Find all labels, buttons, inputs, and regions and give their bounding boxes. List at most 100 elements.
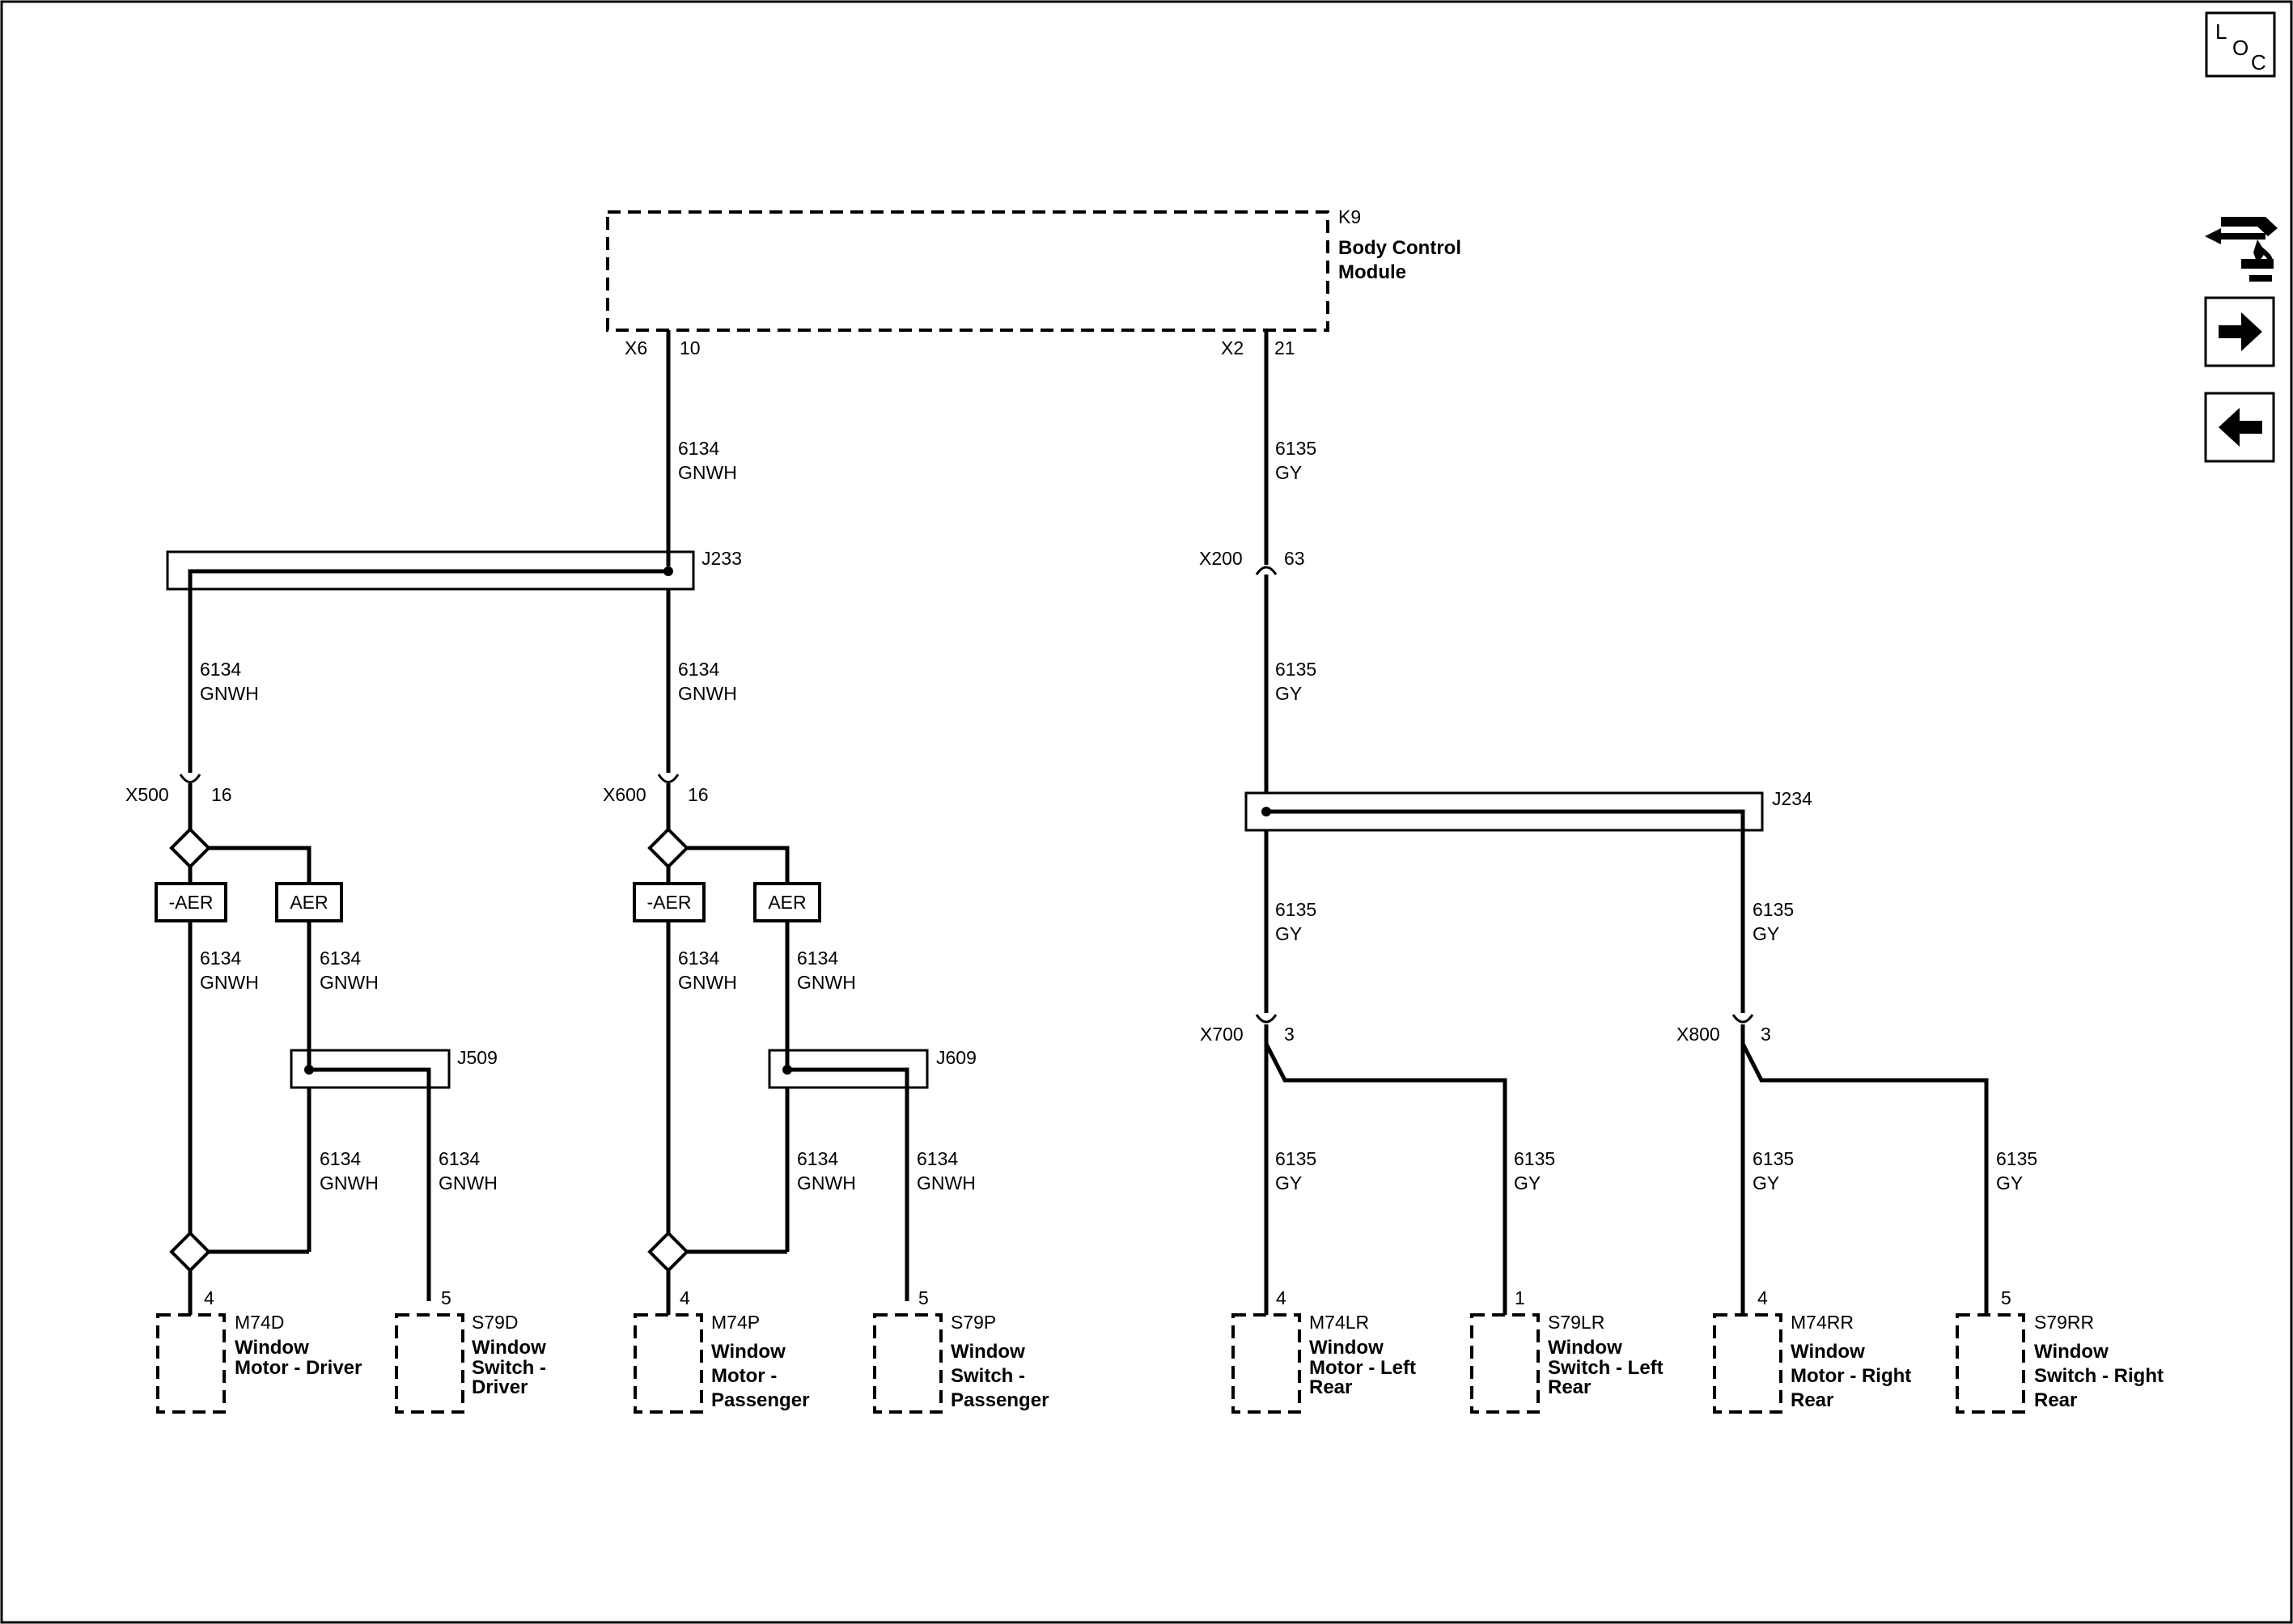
component-name-line3: Rear	[1791, 1389, 1833, 1411]
wire-label-color: GNWH	[320, 972, 379, 993]
splice-j234: J234	[1244, 788, 1812, 832]
wire-label-color: GNWH	[678, 683, 737, 704]
option-aer-label: AER	[290, 892, 328, 913]
wire-label-color: GY	[1275, 1172, 1302, 1194]
component-name-line1: Window	[1309, 1337, 1384, 1359]
component-id: S79D	[472, 1312, 519, 1333]
component-name-line3: Rear	[1548, 1376, 1591, 1398]
splice-j609-label: J609	[936, 1047, 977, 1068]
wire-label-circuit: 6134	[200, 659, 241, 680]
component-s79lr: 1 S79LR Window Switch - Left Rear	[1470, 1287, 1664, 1414]
wire-label-circuit: 6135	[1275, 659, 1316, 680]
splice-j509-label: J509	[457, 1047, 498, 1068]
wire-label-color: GNWH	[797, 1172, 856, 1194]
wire-label-color: GNWH	[200, 683, 259, 704]
connector-x800: X800 3	[1676, 1014, 1989, 1315]
wire-label-color: GNWH	[678, 972, 737, 993]
component-pin: 4	[680, 1287, 690, 1308]
component-name-line2: Motor -	[711, 1365, 777, 1387]
wire-label-circuit: 6135	[1996, 1148, 2037, 1169]
component-pin: 5	[918, 1287, 929, 1308]
connector-x200: X200 63	[1199, 548, 1305, 793]
connector-x200-label: X200	[1199, 548, 1243, 569]
connector-x700: X700 3	[1200, 1014, 1507, 1315]
connector-x200-pin: 63	[1284, 548, 1305, 569]
wire-label-color: GY	[1514, 1172, 1541, 1194]
option-not-aer-label: -AER	[169, 892, 214, 913]
wire-label-circuit: 6135	[1275, 438, 1316, 459]
wire-label-circuit: 6134	[797, 1148, 838, 1169]
wire-label-circuit: 6134	[917, 1148, 958, 1169]
connector-x500: X500 16	[125, 774, 232, 835]
back-arrow-icon[interactable]	[2204, 392, 2275, 463]
connector-x600: X600 16	[603, 774, 709, 835]
loc-button[interactable]: L O C	[2205, 11, 2276, 78]
wire-label-color: GY	[1996, 1172, 2023, 1194]
option-aer-label: AER	[768, 892, 806, 913]
option-branch-diamond	[647, 827, 689, 869]
bcm-name-line2: Module	[1338, 261, 1406, 283]
wire-label-circuit: 6134	[439, 1148, 480, 1169]
component-name-line3: Passenger	[711, 1389, 809, 1411]
component-name-line2: Motor - Driver	[235, 1357, 362, 1379]
bcm-connector-x2: X2	[1221, 337, 1244, 358]
component-pin: 4	[204, 1287, 214, 1308]
component-id: M74D	[235, 1312, 284, 1333]
bcm-id: K9	[1338, 206, 1361, 227]
component-name-line3: Rear	[1309, 1376, 1352, 1398]
component-name-line1: Window	[472, 1337, 546, 1359]
connector-x600-label: X600	[603, 784, 646, 805]
option-branch-diamond	[169, 827, 211, 869]
splice-j234-label: J234	[1772, 788, 1812, 809]
wire-label-circuit: 6135	[1275, 899, 1316, 920]
forward-arrow-icon[interactable]	[2204, 296, 2275, 367]
splice-j233-label: J233	[701, 548, 742, 569]
component-m74d: 4 M74D Window Motor - Driver	[156, 1287, 362, 1414]
component-s79p: 5 S79P Window Switch - Passenger	[873, 1287, 1049, 1414]
component-id: S79RR	[2034, 1312, 2094, 1333]
component-pin: 1	[1515, 1287, 1525, 1308]
wire-label-circuit: 6135	[1753, 899, 1794, 920]
component-name-line2: Switch - Right	[2034, 1365, 2164, 1387]
component-pin: 5	[2001, 1287, 2011, 1308]
splice-j233: J233	[166, 548, 742, 591]
wire-label-circuit: 6135	[1275, 1148, 1316, 1169]
component-pin: 4	[1276, 1287, 1286, 1308]
option-not-aer-label: -AER	[647, 892, 692, 913]
option-aer-driver: AER	[275, 882, 343, 922]
connector-x800-label: X800	[1676, 1024, 1720, 1045]
wire-label-color: GY	[1275, 683, 1302, 704]
component-name-line3: Driver	[472, 1376, 528, 1398]
wire-label-circuit: 6134	[320, 948, 361, 969]
bcm-pin-21: 21	[1274, 337, 1295, 358]
component-navigation-icon[interactable]	[2205, 217, 2278, 282]
wire-label-circuit: 6134	[797, 948, 838, 969]
component-pin: 4	[1757, 1287, 1768, 1308]
wire-label-circuit: 6135	[1514, 1148, 1555, 1169]
wire-label-circuit: 6134	[200, 948, 241, 969]
body-control-module: K9 Body Control Module	[606, 206, 1461, 332]
component-name-line1: Window	[1791, 1341, 1865, 1363]
loc-letter-l: L	[2215, 19, 2227, 44]
component-name-line1: Window	[235, 1337, 309, 1359]
merge-diamond	[169, 1231, 211, 1273]
wire-label-circuit: 6134	[320, 1148, 361, 1169]
component-name-line3: Rear	[2034, 1389, 2077, 1411]
option-not-aer-driver: -AER	[155, 882, 227, 922]
loc-letter-c: C	[2251, 50, 2266, 74]
connector-x500-label: X500	[125, 784, 169, 805]
merge-diamond	[647, 1231, 689, 1273]
wire-label-circuit: 6134	[678, 659, 719, 680]
component-name-line1: Window	[951, 1341, 1025, 1363]
splice-j509: J509	[290, 1047, 498, 1089]
wire-label-circuit: 6135	[1753, 1148, 1794, 1169]
component-id: M74P	[711, 1312, 760, 1333]
component-id: M74RR	[1791, 1312, 1854, 1333]
bcm-connector-x6: X6	[625, 337, 647, 358]
wire-label-color: GNWH	[678, 462, 737, 483]
component-id: M74LR	[1309, 1312, 1369, 1333]
loc-letter-o: O	[2232, 36, 2248, 60]
bcm-pin-10: 10	[680, 337, 701, 358]
